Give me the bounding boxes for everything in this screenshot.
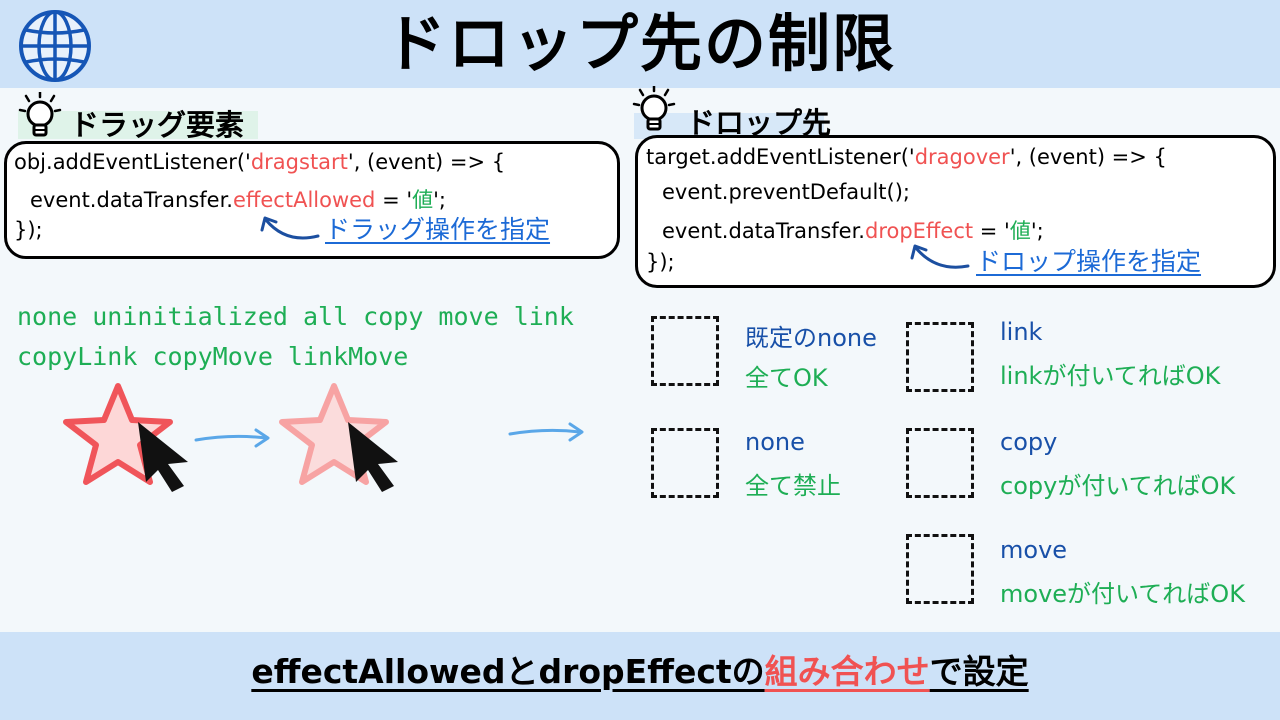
star-icon	[63, 383, 188, 492]
target-name: copy	[1000, 428, 1058, 456]
code-line-1: target.addEventListener('dragover', (eve…	[646, 145, 1167, 169]
target-name: move	[1000, 536, 1068, 564]
drop-target-box	[906, 534, 974, 604]
star-faded-icon	[279, 383, 398, 492]
footer-summary: effectAllowedとdropEffectの組み合わせで設定	[251, 652, 1029, 691]
effect-allowed-values-2: copyLink copyMove linkMove	[17, 342, 409, 371]
drop-target-box	[651, 316, 719, 386]
lightbulb-icon	[632, 86, 676, 131]
section-heading-drop: ドロップ先	[686, 106, 832, 140]
note-drag-operation: ドラッグ操作を指定	[325, 215, 551, 244]
code-box-dragover	[635, 135, 1276, 288]
drop-target-box	[651, 428, 719, 498]
globe-icon	[19, 10, 91, 82]
drop-target-box	[906, 428, 974, 498]
heading-highlight	[18, 111, 258, 139]
target-desc: linkが付いてればOK	[1000, 362, 1221, 390]
footer-band	[0, 632, 1280, 720]
page-title: ドロップ先の制限	[383, 7, 896, 80]
header-band	[0, 0, 1280, 88]
code-line-1: obj.addEventListener('dragstart', (event…	[14, 150, 506, 174]
target-desc: 全てOK	[745, 364, 828, 392]
code-line-2: event.preventDefault();	[662, 180, 910, 204]
code-line-2: event.dataTransfer.effectAllowed = '値';	[30, 188, 446, 212]
target-name: none	[745, 428, 805, 456]
arrow-right-icon	[508, 422, 584, 442]
arrow-right-icon	[194, 428, 270, 448]
note-drop-operation: ドロップ操作を指定	[976, 247, 1202, 276]
heading-highlight	[634, 113, 824, 139]
target-desc: copyが付いてればOK	[1000, 472, 1236, 500]
drop-target-box	[906, 322, 974, 392]
code-line-4: });	[646, 250, 675, 274]
target-desc: 全て禁止	[745, 472, 841, 500]
code-line-3: event.dataTransfer.dropEffect = '値';	[662, 219, 1044, 243]
cursor-icon	[348, 422, 398, 492]
target-desc: moveが付いてればOK	[1000, 580, 1245, 608]
cursor-icon	[138, 422, 188, 492]
code-box-dragstart	[4, 141, 620, 259]
curved-arrow-icon	[910, 244, 970, 269]
curved-arrow-icon	[260, 216, 320, 240]
lightbulb-icon	[18, 92, 62, 137]
code-line-3: });	[14, 218, 43, 242]
section-heading-drag: ドラッグ要素	[70, 108, 245, 142]
effect-allowed-values-1: none uninitialized all copy move link	[17, 302, 574, 331]
target-name: link	[1000, 318, 1043, 346]
target-name: 既定のnone	[745, 324, 877, 352]
